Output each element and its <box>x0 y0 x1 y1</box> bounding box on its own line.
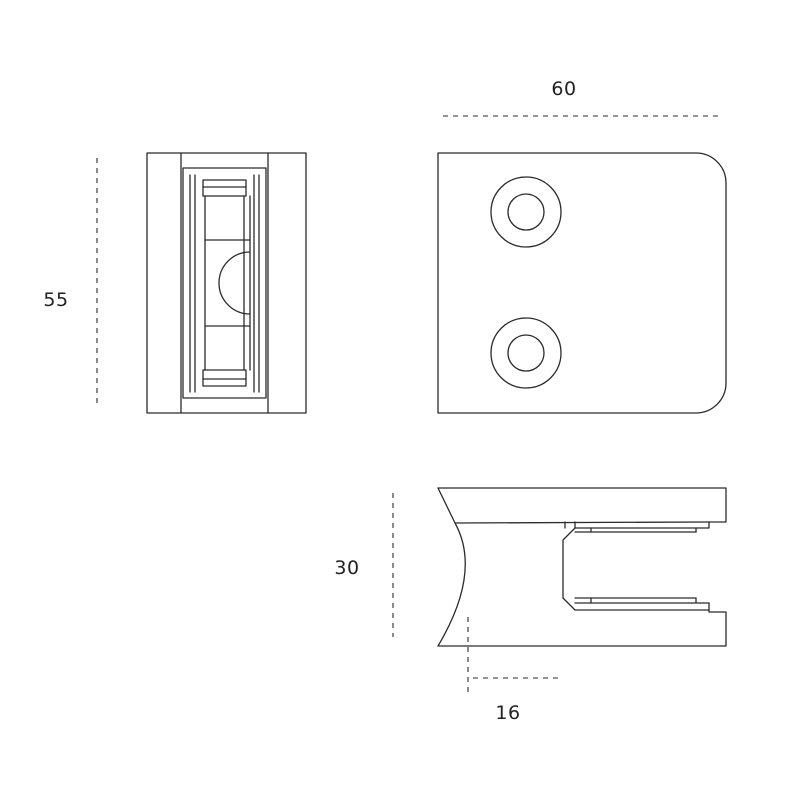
top-view-outline <box>437 152 727 414</box>
front-view-outline <box>146 152 307 414</box>
top-hole-inner <box>507 193 545 231</box>
top-view <box>437 152 727 414</box>
front-view-hole <box>218 251 251 315</box>
dimension-width-label: 60 <box>551 78 576 100</box>
side-view <box>437 487 727 647</box>
dimension-height-label: 55 <box>43 289 68 311</box>
bottom-hole-inner <box>507 334 545 372</box>
bottom-hole-outer-ring <box>490 317 562 389</box>
front-view <box>146 152 307 414</box>
top-hole-outer-ring <box>490 176 562 248</box>
side-view-outline <box>437 487 727 647</box>
dimension-depth-label: 30 <box>334 557 359 579</box>
front-view-inner-frame <box>182 167 267 399</box>
dimension-glass-offset-label: 16 <box>495 702 520 724</box>
